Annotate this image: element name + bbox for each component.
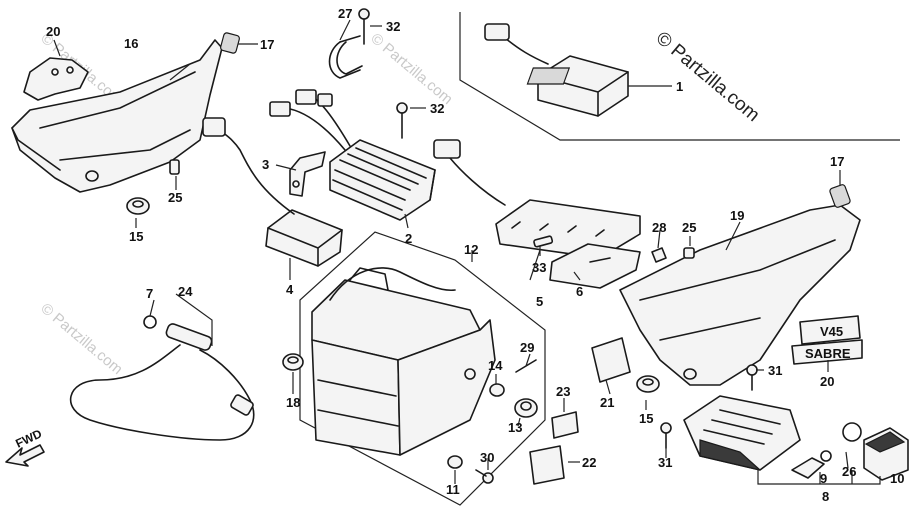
callout-25-right[interactable]: 25 (682, 220, 696, 235)
callout-4[interactable]: 4 (286, 282, 294, 297)
callout-25-left[interactable]: 25 (168, 190, 182, 205)
callout-10[interactable]: 10 (890, 471, 904, 486)
callout-18[interactable]: 18 (286, 395, 300, 410)
callout-24[interactable]: 24 (178, 284, 193, 299)
callout-17-left[interactable]: 17 (260, 37, 274, 52)
part-9-clip[interactable] (791, 450, 832, 479)
callout-8[interactable]: 8 (822, 489, 829, 504)
callout-27[interactable]: 27 (338, 6, 352, 21)
part-25-clip-right[interactable] (683, 247, 695, 259)
callout-17-right[interactable]: 17 (830, 154, 844, 169)
part-13-grommet[interactable] (514, 398, 538, 418)
part-20-bracket[interactable] (23, 57, 89, 101)
callout-13[interactable]: 13 (508, 420, 522, 435)
part-32-bolt-mid[interactable] (396, 102, 408, 139)
callout-20-right[interactable]: 20 (820, 374, 834, 389)
callout-1[interactable]: 1 (676, 79, 683, 94)
callout-31-lower[interactable]: 31 (658, 455, 672, 470)
callout-3[interactable]: 3 (262, 157, 269, 172)
callout-22[interactable]: 22 (582, 455, 596, 470)
part-16-left-side-cover[interactable] (11, 39, 223, 193)
part-27-strap[interactable] (328, 35, 363, 79)
part-25-clip[interactable] (169, 159, 180, 175)
emblem-top-text: V45 (820, 324, 843, 339)
part-33-fuse[interactable] (533, 235, 554, 248)
frame-outline-1 (459, 12, 900, 141)
part-15-rubber-right[interactable] (636, 375, 660, 393)
part-2-regulator-rectifier[interactable] (269, 89, 436, 221)
watermark-2: © Partzilla.com (367, 30, 455, 108)
callout-labels: 1 2 3 4 5 6 7 8 9 10 11 12 13 14 15 15 1… (46, 6, 904, 504)
part-17-grommet-right[interactable] (829, 184, 851, 208)
callout-32-lower[interactable]: 32 (430, 101, 444, 116)
part-15-rubber[interactable] (126, 197, 150, 215)
callout-2[interactable]: 2 (405, 231, 412, 246)
part-1-cdi-unit[interactable] (484, 23, 629, 117)
callout-31-upper[interactable]: 31 (768, 363, 782, 378)
callout-23[interactable]: 23 (556, 384, 570, 399)
fwd-arrow: FWD (5, 426, 45, 467)
part-32-bolt-top[interactable] (358, 8, 370, 45)
part-21-pad[interactable] (591, 337, 631, 383)
part-3-bracket[interactable] (289, 151, 326, 197)
part-7-o-ring[interactable] (143, 315, 157, 329)
callout-12[interactable]: 12 (464, 242, 478, 257)
part-12-battery-case[interactable] (299, 231, 546, 506)
callout-9[interactable]: 9 (820, 471, 827, 486)
callout-14[interactable]: 14 (488, 358, 503, 373)
emblem-bottom-text: SABRE (805, 346, 851, 361)
callout-15-right[interactable]: 15 (639, 411, 653, 426)
part-19-right-side-cover[interactable] (619, 204, 861, 386)
part-14-collar[interactable] (489, 383, 505, 397)
part-28-bolt[interactable] (651, 247, 667, 263)
watermark-3: © Partzilla.com (37, 300, 125, 378)
callout-29[interactable]: 29 (520, 340, 534, 355)
callout-21[interactable]: 21 (600, 395, 614, 410)
callout-20-left[interactable]: 20 (46, 24, 60, 39)
part-24-cable[interactable] (69, 323, 255, 441)
part-30-bolt[interactable] (475, 469, 494, 484)
callout-7[interactable]: 7 (146, 286, 153, 301)
part-11-nut[interactable] (447, 455, 463, 469)
part-23-label[interactable] (551, 411, 579, 439)
callout-6[interactable]: 6 (576, 284, 583, 299)
callout-30[interactable]: 30 (480, 450, 494, 465)
part-18-grommet[interactable] (282, 353, 304, 371)
callout-15-left[interactable]: 15 (129, 229, 143, 244)
part-20-emblem[interactable]: V45 SABRE (791, 315, 863, 365)
part-31-bolt-low[interactable] (660, 422, 672, 449)
callout-33[interactable]: 33 (532, 260, 546, 275)
part-6-fuse-cover[interactable] (549, 243, 641, 289)
part-26-ring[interactable] (842, 422, 862, 442)
part-31-bolt-top[interactable] (746, 364, 758, 391)
part-4-unit[interactable] (202, 117, 343, 267)
callout-28[interactable]: 28 (652, 220, 666, 235)
part-22-label[interactable] (529, 445, 565, 485)
callout-16[interactable]: 16 (124, 36, 138, 51)
part-5-fuse-box[interactable] (433, 139, 641, 259)
callout-5[interactable]: 5 (536, 294, 543, 309)
callout-19[interactable]: 19 (730, 208, 744, 223)
callout-26[interactable]: 26 (842, 464, 856, 479)
callout-32-upper[interactable]: 32 (386, 19, 400, 34)
part-10-box[interactable] (863, 427, 909, 481)
callout-11[interactable]: 11 (446, 482, 460, 497)
copyright-text: © Partzilla.com (652, 28, 764, 126)
part-8-tool-tray[interactable] (683, 395, 801, 471)
leader-lines (53, 19, 881, 485)
part-17-grommet[interactable] (220, 32, 240, 54)
